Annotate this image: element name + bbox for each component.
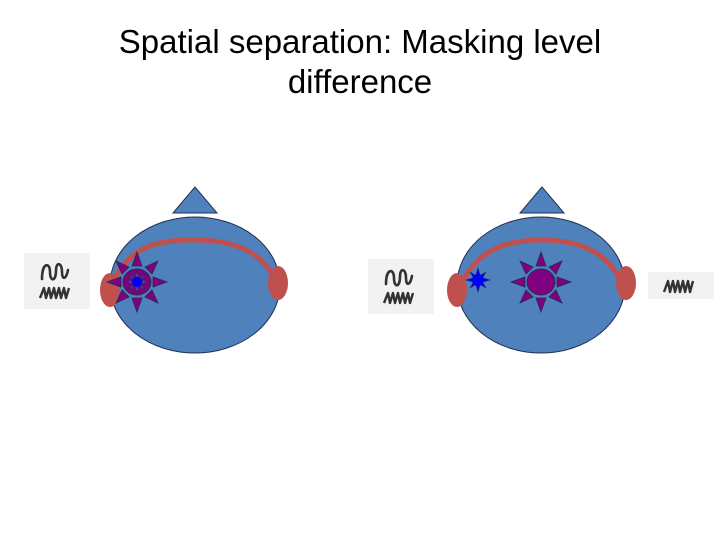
- nose-icon: [171, 186, 219, 214]
- head-left: [100, 186, 288, 354]
- tone-source-icon: [464, 266, 492, 294]
- interaural-arc: [457, 237, 627, 290]
- right-panel-right-signal-box: [648, 272, 714, 299]
- right-ear: [268, 266, 288, 300]
- nose-icon: [518, 186, 566, 214]
- left-ear: [447, 273, 467, 307]
- right-panel: [368, 186, 714, 354]
- noise-waveform-icon: [38, 286, 71, 300]
- right-ear: [616, 266, 636, 300]
- left-signal-box: [24, 253, 90, 309]
- noise-waveform-icon: [382, 291, 415, 305]
- tone-waveform-icon: [384, 268, 414, 287]
- noise-source-icon: [510, 251, 572, 313]
- right-panel-left-signal-box: [368, 259, 434, 314]
- title-line-1: Spatial separation: Masking level: [118, 23, 602, 60]
- left-panel: [24, 186, 288, 354]
- combined-source-icon: [106, 251, 168, 313]
- slide-title: Spatial separation: Masking level differ…: [0, 22, 720, 102]
- interaural-arc: [109, 237, 281, 288]
- tone-waveform-icon: [40, 262, 70, 281]
- title-line-2: difference: [287, 63, 433, 100]
- noise-waveform-icon: [662, 279, 695, 294]
